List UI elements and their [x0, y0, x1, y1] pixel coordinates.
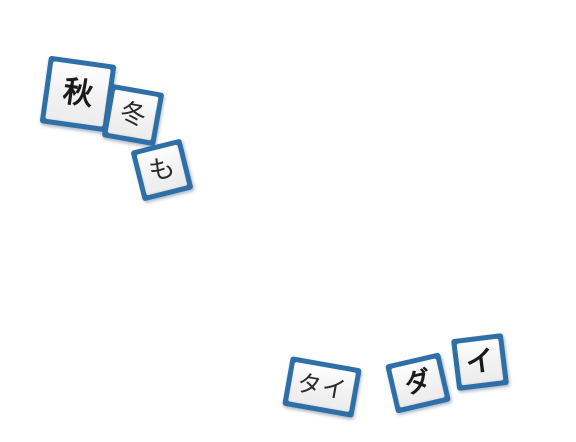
tile-face: タイ — [287, 361, 357, 413]
tile-tai[interactable]: タイ — [282, 356, 362, 418]
tile-da[interactable]: ダ — [385, 352, 451, 414]
tile-fuyu[interactable]: 冬 — [101, 83, 165, 147]
tile-glyph: タイ — [294, 368, 350, 406]
tile-mo[interactable]: も — [130, 138, 194, 202]
tile-i[interactable]: イ — [451, 333, 509, 391]
tile-face: イ — [456, 338, 504, 386]
tile-face: 冬 — [107, 89, 159, 141]
tile-face: も — [136, 144, 188, 196]
tile-glyph: イ — [464, 343, 496, 380]
tile-face: 秋 — [45, 61, 111, 127]
tile-face: ダ — [391, 358, 445, 408]
tile-glyph: 冬 — [117, 97, 149, 133]
tile-glyph: ダ — [401, 365, 435, 401]
tile-glyph: 秋 — [60, 74, 96, 113]
tile-glyph: も — [145, 152, 179, 188]
